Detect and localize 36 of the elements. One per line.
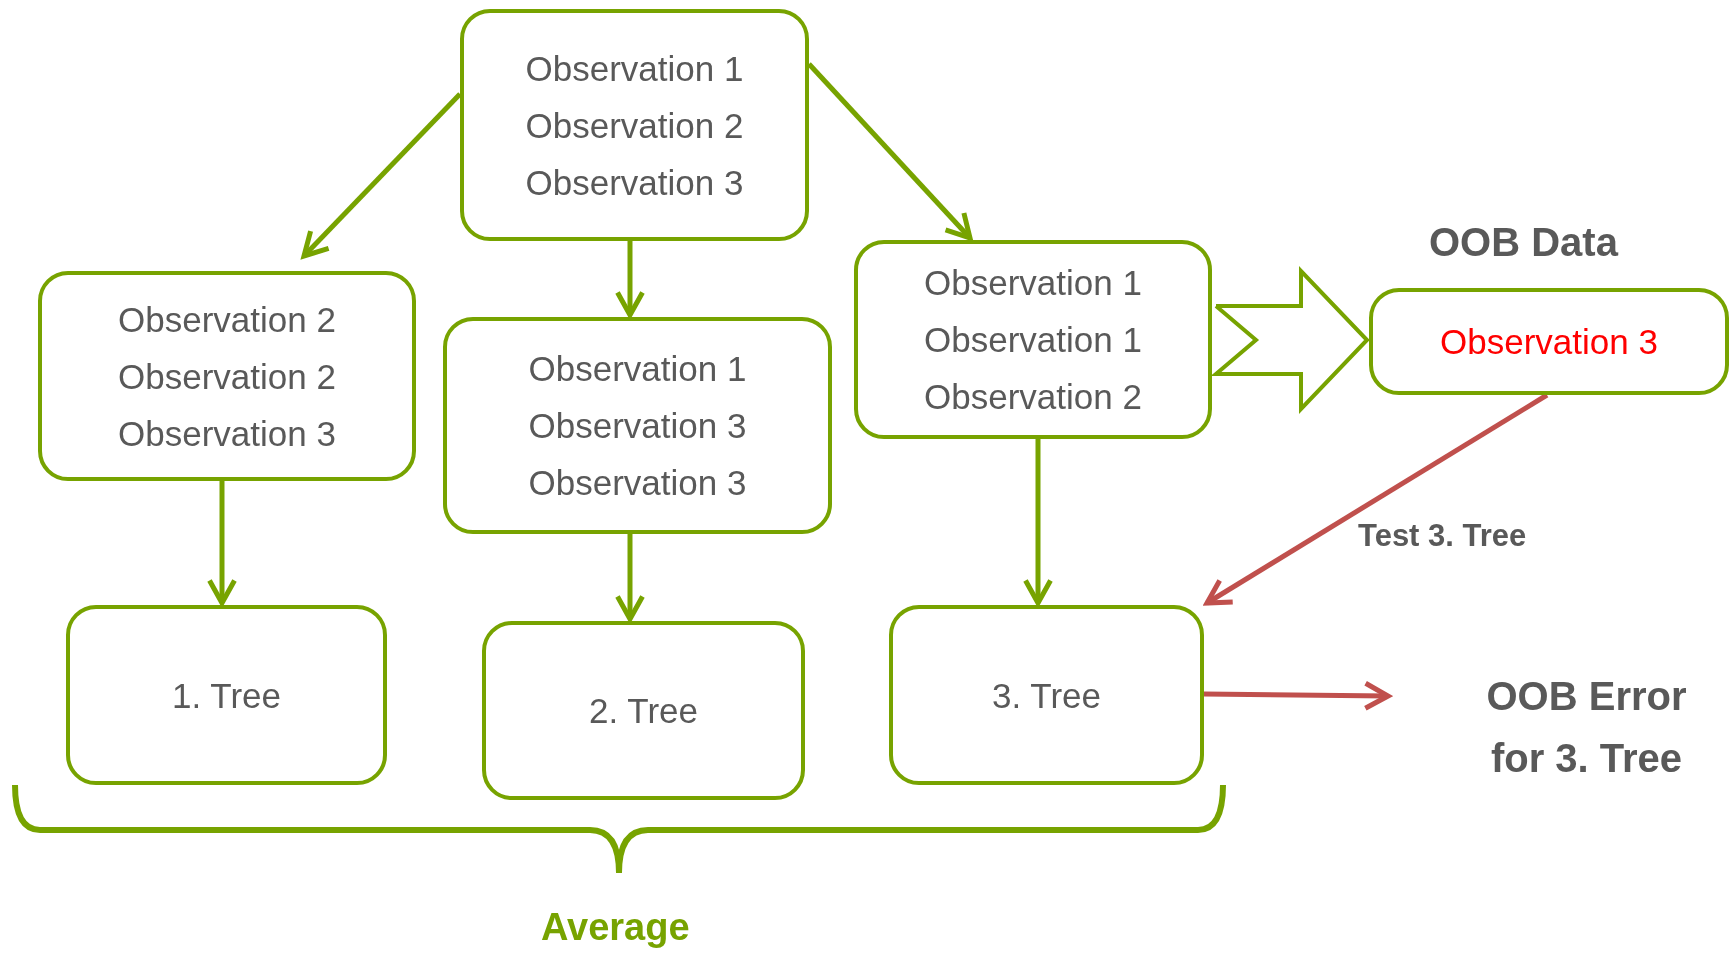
observation-text: Observation 3 [1440,321,1658,363]
arrow [1203,680,1391,711]
result-text: OOB Error for 3. Tree [1390,662,1733,792]
arrow [301,92,462,259]
sample-box [854,240,1212,439]
tree-box [66,605,387,785]
observation-text: Observation 1 [924,262,1142,304]
oob-data-box [1369,288,1729,395]
observation-text: Observation 2 [924,376,1142,418]
observation-text: Observation 3 [118,412,336,455]
tree-label: 3. Tree [992,674,1101,717]
arrow [207,481,237,606]
arrow [1204,392,1549,606]
block-arrow [1210,266,1370,414]
arrow [615,241,645,318]
tree-box [889,605,1204,785]
arrow [1023,439,1053,606]
brace-label: Average [541,906,690,949]
observation-text: Observation 2 [118,355,336,398]
observation-text: Observation 3 [528,405,747,447]
observation-text: Observation 1 [528,348,747,390]
observation-text: Observation 3 [528,462,747,504]
sample-box [443,317,832,534]
tree-label: 2. Tree [589,690,698,732]
observation-text: Observation 2 [118,298,336,341]
observation-text: Observation 3 [525,161,744,204]
observation-text: Observation 2 [525,104,744,147]
heading-text: OOB Data [1429,220,1618,265]
sample-box [460,9,809,241]
arrow [807,62,973,241]
observation-text: Observation 1 [924,319,1142,361]
sample-box [38,271,416,481]
tree-box [482,621,805,800]
observation-text: Observation 1 [525,47,744,90]
arrow [615,534,645,622]
tree-label: 1. Tree [172,674,281,717]
